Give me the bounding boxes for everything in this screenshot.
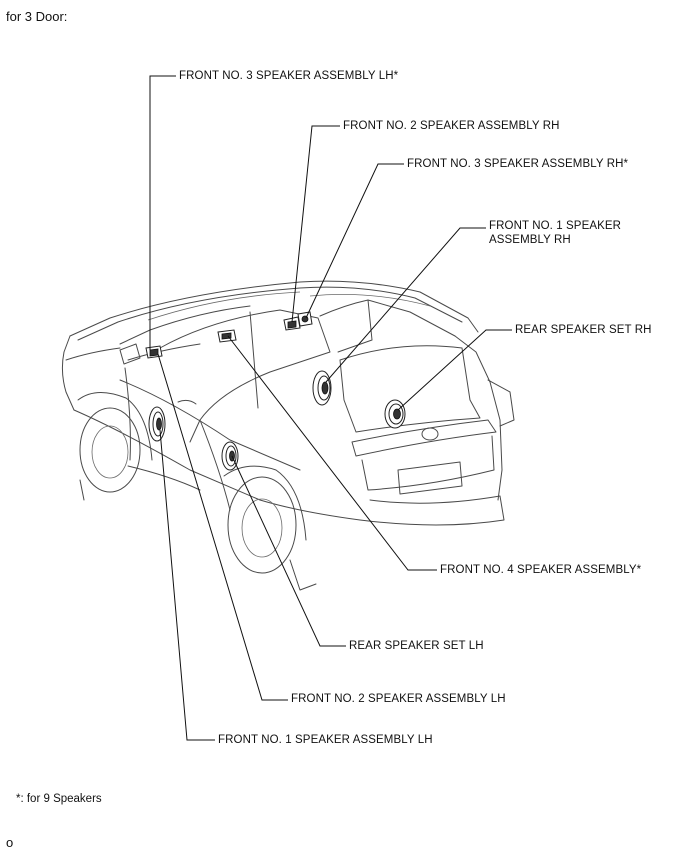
illustration-code: o bbox=[6, 835, 14, 850]
speaker-rear-rh bbox=[384, 399, 406, 429]
label-front2-speaker-lh: FRONT NO. 2 SPEAKER ASSEMBLY LH bbox=[291, 693, 506, 705]
label-front1-speaker-rh-line1: FRONT NO. 1 SPEAKER bbox=[489, 220, 622, 232]
speaker-front4 bbox=[217, 329, 237, 343]
speaker-front2-rh bbox=[283, 316, 301, 331]
leader-front1-rh bbox=[325, 227, 486, 383]
label-front4-speaker: FRONT NO. 4 SPEAKER ASSEMBLY* bbox=[440, 564, 642, 576]
label-front3-speaker-rh: FRONT NO. 3 SPEAKER ASSEMBLY RH* bbox=[407, 158, 629, 170]
leader-lines bbox=[149, 75, 512, 741]
leader-rear-lh bbox=[231, 455, 346, 647]
label-rear-speaker-lh: REAR SPEAKER SET LH bbox=[349, 640, 484, 652]
label-front3-speaker-lh: FRONT NO. 3 SPEAKER ASSEMBLY LH* bbox=[179, 70, 399, 82]
speaker-front3-rh bbox=[297, 311, 313, 327]
speaker-front3-lh bbox=[145, 345, 163, 359]
leader-front3-rh bbox=[305, 163, 404, 319]
leader-front2-lh bbox=[157, 353, 288, 701]
label-front1-speaker-lh: FRONT NO. 1 SPEAKER ASSEMBLY LH bbox=[218, 734, 433, 746]
leader-front1-lh bbox=[159, 429, 215, 741]
leader-front2-rh bbox=[291, 125, 340, 323]
leader-rear-rh bbox=[397, 329, 512, 411]
leader-front3-lh bbox=[149, 75, 176, 350]
label-front2-speaker-rh: FRONT NO. 2 SPEAKER ASSEMBLY RH bbox=[343, 120, 560, 132]
footnote: *: for 9 Speakers bbox=[16, 793, 102, 805]
vehicle-body bbox=[61, 280, 515, 591]
speaker-rear-lh bbox=[221, 441, 239, 471]
label-rear-speaker-rh: REAR SPEAKER SET RH bbox=[515, 324, 652, 336]
label-front1-speaker-rh-line2: ASSEMBLY RH bbox=[489, 234, 571, 246]
speaker-front1-rh bbox=[312, 370, 332, 406]
page-heading: for 3 Door: bbox=[6, 9, 68, 24]
leader-front4 bbox=[227, 335, 437, 571]
speaker-front1-lh bbox=[148, 406, 166, 442]
